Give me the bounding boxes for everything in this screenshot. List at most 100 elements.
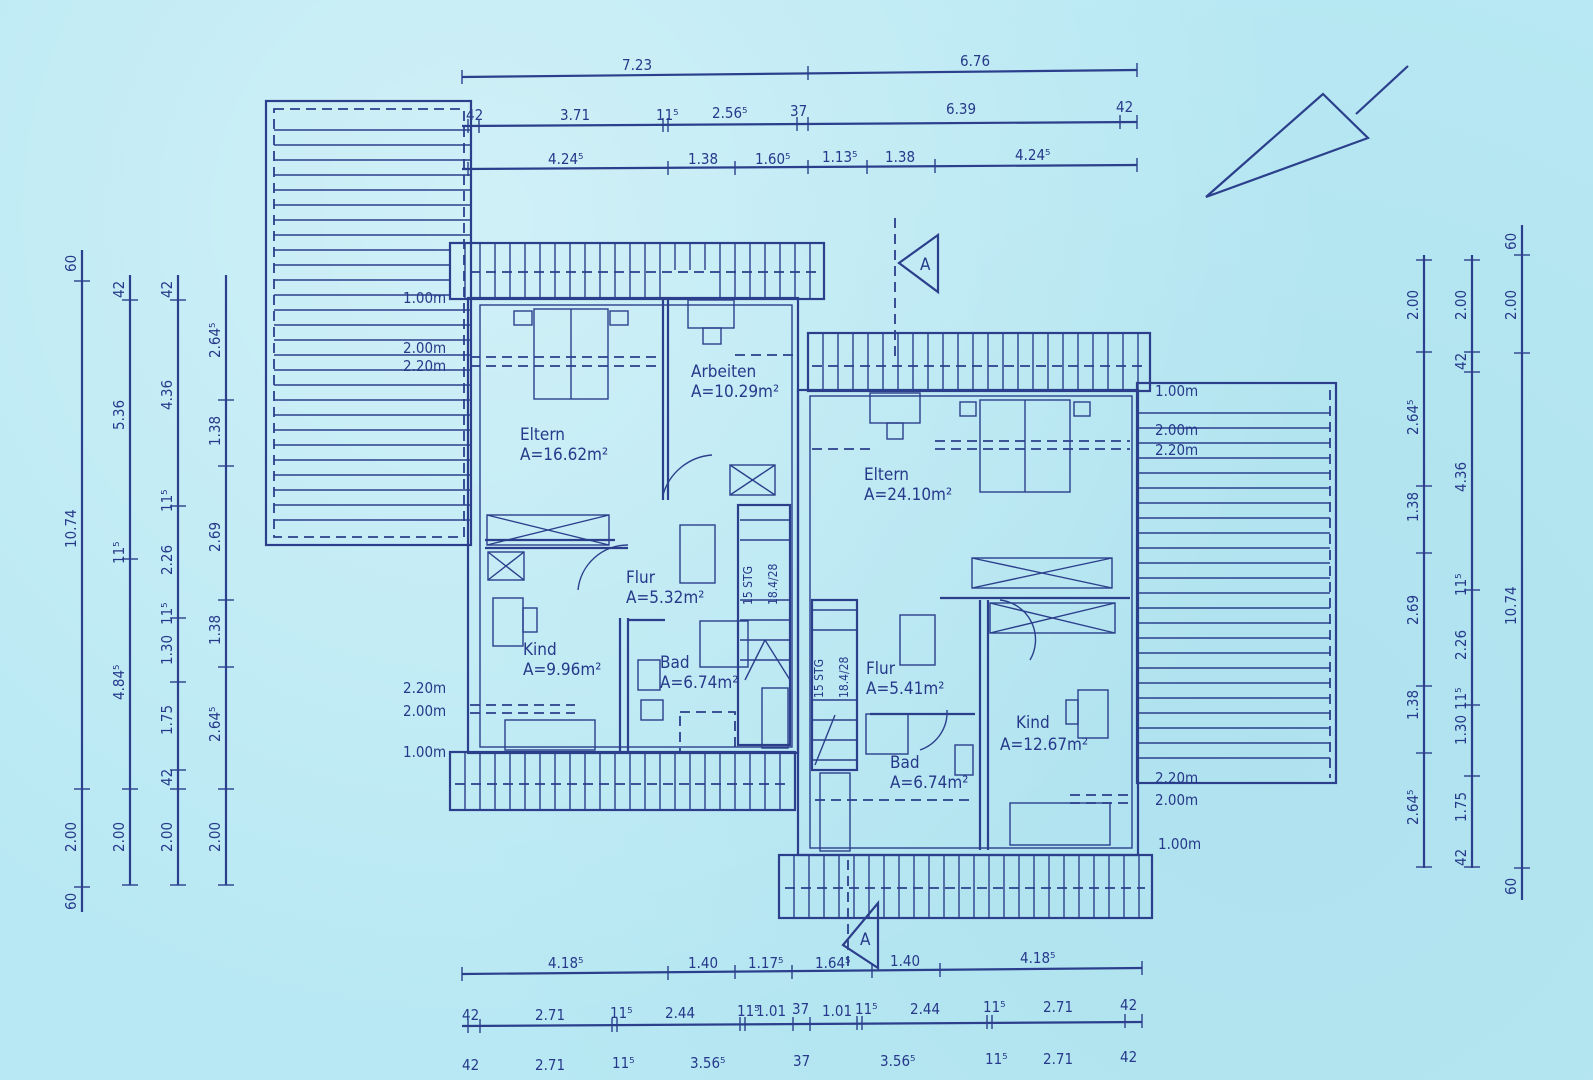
stair-left: 15 STG 18.4/28: [740, 519, 791, 681]
dim-label: 37: [790, 102, 807, 120]
room-name-arbeiten: Arbeiten: [691, 362, 756, 382]
dim-label: 4.24⁵: [1015, 146, 1050, 164]
dim-label: 1.13⁵: [822, 148, 857, 166]
svg-text:1.75: 1.75: [1452, 792, 1470, 822]
room-area-arbeiten: A=10.29m²: [691, 382, 779, 402]
svg-text:4.84⁵: 4.84⁵: [110, 665, 128, 700]
svg-text:60: 60: [62, 255, 80, 272]
svg-text:1.38: 1.38: [206, 416, 224, 446]
svg-text:1.38: 1.38: [1404, 492, 1422, 522]
bottom-dimension-chain: 4.18⁵ 1.40 1.17⁵ 1.64⁵ 1.40 4.18⁵ 42 2.7…: [461, 949, 1143, 1074]
svg-text:2.20m: 2.20m: [1155, 441, 1198, 459]
room-area-kind-right: A=12.67m²: [1000, 735, 1088, 755]
svg-text:11⁵: 11⁵: [855, 1000, 878, 1018]
furniture-left: [486, 299, 789, 753]
stair-steps-label: 15 STG: [741, 566, 755, 605]
svg-text:2.44: 2.44: [910, 1000, 940, 1018]
svg-text:2.00m: 2.00m: [1155, 791, 1198, 809]
room-labels: Eltern A=16.62m² Arbeiten A=10.29m² Flur…: [520, 362, 1088, 793]
svg-text:2.26: 2.26: [1452, 630, 1470, 660]
svg-text:2.64⁵: 2.64⁵: [1404, 400, 1422, 435]
svg-text:4.36: 4.36: [1452, 462, 1470, 492]
room-area-bad-left: A=6.74m²: [660, 673, 738, 693]
svg-text:37: 37: [793, 1052, 810, 1070]
svg-text:2.64⁵: 2.64⁵: [206, 707, 224, 742]
svg-text:A: A: [920, 255, 931, 275]
dim-label: 6.39: [946, 100, 976, 118]
room-name-flur-left: Flur: [626, 568, 656, 588]
room-name-flur-right: Flur: [866, 659, 896, 679]
svg-text:5.36: 5.36: [110, 400, 128, 430]
dim-label: 42: [466, 106, 483, 124]
dim-label: 1.38: [688, 150, 718, 168]
room-name-eltern-right: Eltern: [864, 465, 909, 485]
svg-text:2.20m: 2.20m: [403, 679, 446, 697]
svg-text:2.71: 2.71: [1043, 1050, 1073, 1068]
svg-text:11⁵: 11⁵: [1452, 573, 1470, 596]
dim-label: 1.60⁵: [755, 150, 790, 168]
svg-text:2.26: 2.26: [158, 545, 176, 575]
svg-text:11⁵: 11⁵: [610, 1004, 633, 1022]
svg-text:2.20m: 2.20m: [1155, 769, 1198, 787]
dim-label: 11⁵: [656, 106, 679, 124]
room-area-kind-left: A=9.96m²: [523, 660, 601, 680]
svg-text:2.00m: 2.00m: [403, 702, 446, 720]
svg-text:1.40: 1.40: [688, 954, 718, 972]
room-name-bad-left: Bad: [660, 653, 690, 673]
room-name-eltern-left: Eltern: [520, 425, 565, 445]
right-unit-walls: [796, 388, 1140, 857]
svg-text:60: 60: [62, 893, 80, 910]
room-name-bad-right: Bad: [890, 753, 920, 773]
svg-text:2.00m: 2.00m: [1155, 421, 1198, 439]
svg-text:1.17⁵: 1.17⁵: [748, 954, 783, 972]
svg-text:2.44: 2.44: [665, 1004, 695, 1022]
right-dimension-chains: 2.00 2.64⁵ 1.38 2.69 1.38 2.64⁵ 2.00 42 …: [1404, 225, 1530, 900]
eaves-bottom-right: [777, 853, 1154, 920]
svg-text:42: 42: [462, 1006, 479, 1024]
svg-text:1.00m: 1.00m: [1155, 382, 1198, 400]
dim-label: 4.24⁵: [548, 150, 583, 168]
svg-text:1.00m: 1.00m: [403, 743, 446, 761]
top-dimension-chain: 7.23 6.76 42 3.71 11⁵ 2.56⁵ 37 6.39 42 4…: [461, 52, 1138, 176]
furniture-right: [819, 392, 1116, 852]
dim-label: 42: [1116, 98, 1133, 116]
svg-text:1.00m: 1.00m: [403, 289, 446, 307]
svg-text:11⁵: 11⁵: [158, 489, 176, 512]
left-roof-hatch: [264, 99, 473, 547]
svg-text:2.00: 2.00: [1404, 290, 1422, 320]
room-area-flur-right: A=5.41m²: [866, 679, 944, 699]
svg-text:42: 42: [1120, 996, 1137, 1014]
svg-text:1.40: 1.40: [890, 952, 920, 970]
dim-label: 2.56⁵: [712, 104, 747, 122]
section-marker-top: A: [894, 218, 940, 360]
room-name-kind-right: Kind: [1016, 713, 1050, 733]
svg-text:1.01: 1.01: [756, 1002, 786, 1020]
svg-text:2.71: 2.71: [1043, 998, 1073, 1016]
svg-text:1.30: 1.30: [1452, 715, 1470, 745]
svg-text:2.00: 2.00: [110, 822, 128, 852]
svg-text:2.69: 2.69: [1404, 595, 1422, 625]
stair-ratio-label: 18.4/28: [837, 656, 851, 698]
svg-text:42: 42: [462, 1056, 479, 1074]
svg-text:4.18⁵: 4.18⁵: [1020, 949, 1055, 967]
eaves-top-right: [806, 331, 1152, 393]
section-marker-bottom: A: [841, 860, 880, 971]
north-arrow-icon: [1205, 65, 1409, 199]
svg-text:2.00: 2.00: [62, 822, 80, 852]
dim-label: 3.71: [560, 106, 590, 124]
svg-text:42: 42: [1120, 1048, 1137, 1066]
room-area-eltern-left: A=16.62m²: [520, 445, 608, 465]
svg-text:42: 42: [1452, 353, 1470, 370]
svg-text:60: 60: [1502, 878, 1520, 895]
svg-text:2.71: 2.71: [535, 1006, 565, 1024]
room-name-kind-left: Kind: [523, 640, 557, 660]
eaves-top-left: [448, 241, 826, 301]
svg-text:2.64⁵: 2.64⁵: [206, 323, 224, 358]
right-roof-hatch: [1135, 381, 1338, 785]
svg-text:10.74: 10.74: [1502, 586, 1520, 625]
svg-text:1.38: 1.38: [1404, 690, 1422, 720]
svg-text:1.30: 1.30: [158, 635, 176, 665]
svg-text:2.00: 2.00: [1452, 290, 1470, 320]
eaves-bottom-left: [448, 750, 797, 812]
